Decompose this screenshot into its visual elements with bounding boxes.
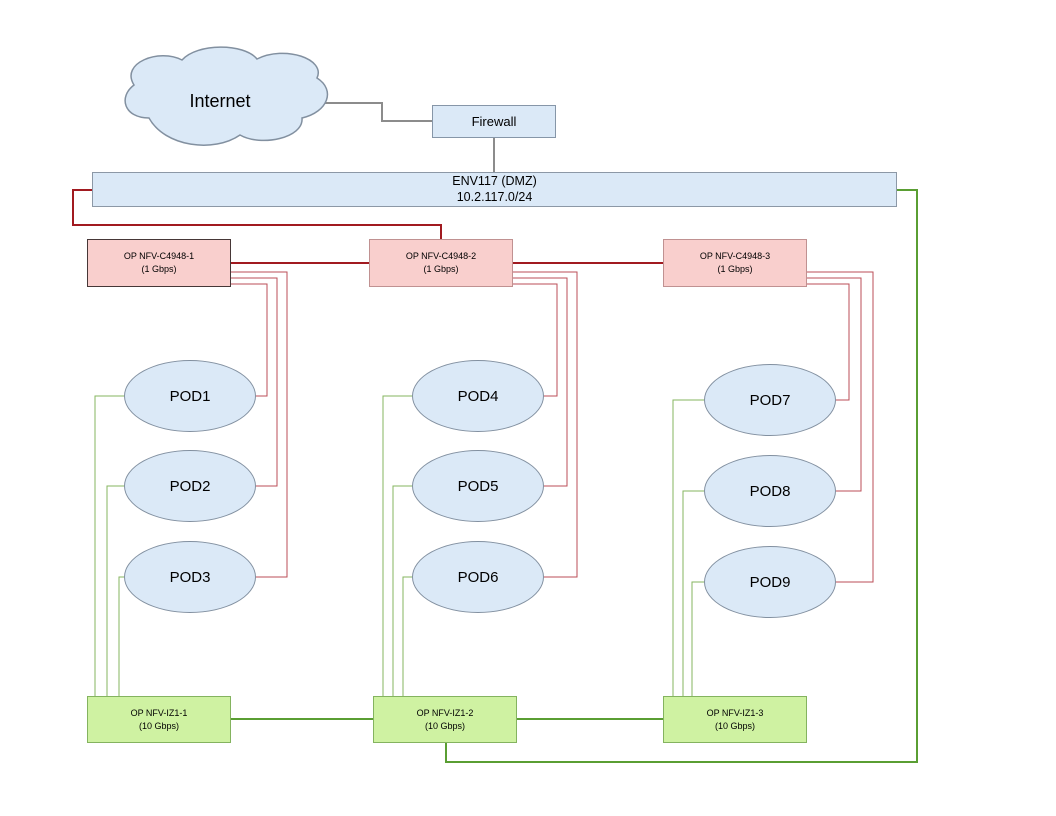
switch-iz1-1-name: OP NFV-IZ1-1	[130, 707, 188, 718]
pod8-label: POD8	[749, 482, 791, 500]
pod7-label: POD7	[749, 391, 791, 409]
link-iz1-3-pod8	[682, 490, 704, 696]
dmz-name-label: ENV117 (DMZ)	[452, 173, 537, 188]
dmz-subnet-label: 10.2.117.0/24	[456, 189, 533, 204]
switch-iz1-1-node: OP NFV-IZ1-1 (10 Gbps)	[87, 696, 231, 743]
link-c4948-1-pod2	[231, 277, 278, 487]
switch-iz1-2-node: OP NFV-IZ1-2 (10 Gbps)	[373, 696, 517, 743]
switch-iz1-3-speed: (10 Gbps)	[714, 720, 756, 731]
pod4-node: POD4	[412, 360, 544, 432]
internet-node-label: Internet	[150, 86, 290, 116]
switch-iz1-1-speed: (10 Gbps)	[138, 720, 180, 731]
pod3-label: POD3	[169, 568, 211, 586]
pod1-label: POD1	[169, 387, 211, 405]
pod3-node: POD3	[124, 541, 256, 613]
link-c4948-2-pod6	[513, 271, 578, 578]
pod8-node: POD8	[704, 455, 836, 527]
link-c4948-2-pod5	[513, 277, 568, 487]
switch-c4948-2-name: OP NFV-C4948-2	[405, 251, 477, 262]
internet-cloud-shape	[124, 46, 329, 146]
switch-iz1-2-speed: (10 Gbps)	[424, 720, 466, 731]
switch-c4948-1-name: OP NFV-C4948-1	[123, 251, 195, 262]
pod2-label: POD2	[169, 477, 211, 495]
pod5-label: POD5	[457, 477, 499, 495]
link-internet-firewall	[320, 102, 432, 122]
pod6-node: POD6	[412, 541, 544, 613]
pod5-node: POD5	[412, 450, 544, 522]
link-iz1-1-pod2	[106, 485, 124, 696]
firewall-label: Firewall	[471, 114, 517, 129]
firewall-node: Firewall	[432, 105, 556, 138]
link-iz1-3-pod9	[691, 581, 704, 696]
switch-c4948-2-node: OP NFV-C4948-2 (1 Gbps)	[369, 239, 513, 287]
pod4-label: POD4	[457, 387, 499, 405]
pod6-label: POD6	[457, 568, 499, 586]
link-c4948-3-pod7	[807, 283, 850, 401]
pod9-label: POD9	[749, 573, 791, 591]
pod1-node: POD1	[124, 360, 256, 432]
link-iz1-1-pod3	[118, 576, 124, 696]
link-c4948-1-pod1	[231, 283, 268, 397]
link-iz1-2-dmz	[445, 189, 918, 763]
switch-c4948-1-speed: (1 Gbps)	[141, 264, 177, 274]
link-dmz-c4948-2	[72, 189, 442, 239]
link-c4948-2-pod4	[513, 283, 558, 397]
pod9-node: POD9	[704, 546, 836, 618]
switch-c4948-3-name: OP NFV-C4948-3	[699, 251, 771, 262]
link-c4948-3-pod9	[807, 271, 874, 583]
internet-text: Internet	[189, 90, 251, 111]
switch-c4948-2-speed: (1 Gbps)	[423, 264, 459, 274]
switch-iz1-3-node: OP NFV-IZ1-3 (10 Gbps)	[663, 696, 807, 743]
pod7-node: POD7	[704, 364, 836, 436]
switch-c4948-1-node: OP NFV-C4948-1 (1 Gbps)	[87, 239, 231, 287]
switch-iz1-3-name: OP NFV-IZ1-3	[706, 707, 764, 718]
switch-iz1-2-name: OP NFV-IZ1-2	[416, 707, 474, 718]
link-iz1-2-pod4	[382, 395, 412, 696]
link-iz1-3-pod7	[672, 399, 704, 696]
switch-c4948-3-speed: (1 Gbps)	[717, 264, 753, 274]
link-iz1-2-pod6	[402, 576, 412, 696]
dmz-segment-node: ENV117 (DMZ) 10.2.117.0/24	[92, 172, 897, 207]
link-iz1-2-pod5	[392, 485, 412, 696]
pod2-node: POD2	[124, 450, 256, 522]
link-c4948-1-pod3	[231, 271, 288, 578]
link-iz1-1-pod1	[94, 395, 124, 696]
link-c4948-3-pod8	[807, 277, 862, 492]
switch-c4948-3-node: OP NFV-C4948-3 (1 Gbps)	[663, 239, 807, 287]
